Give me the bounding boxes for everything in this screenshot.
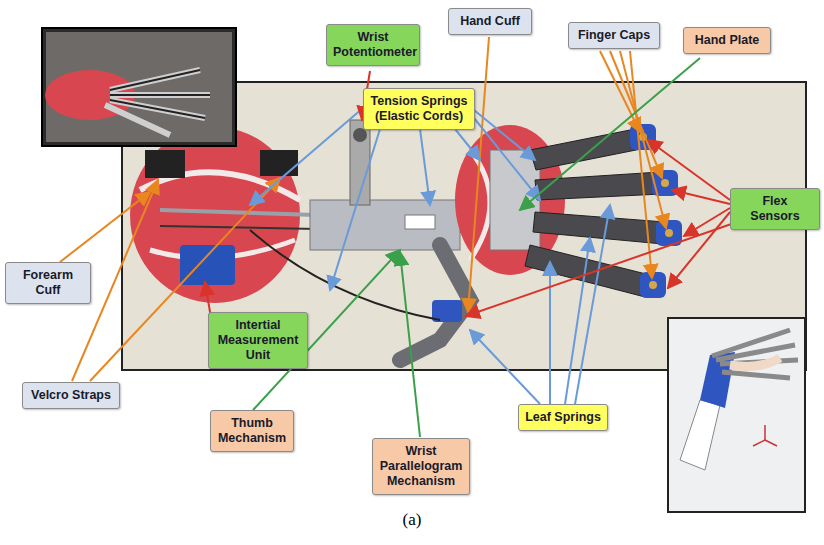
callout-label: Hand Plate: [690, 33, 764, 48]
callout-box: Velcro Straps: [22, 382, 120, 409]
callout-label: Flex Sensors: [737, 194, 813, 224]
callout-box: Hand Plate: [683, 27, 771, 54]
cad-inset: [668, 318, 805, 512]
callout-label: Velcro Straps: [29, 388, 113, 403]
callout-label: Finger Caps: [575, 28, 653, 43]
callout-label: Thumb Mechanism: [217, 416, 287, 446]
callout-box: Wrist Potentiometer: [326, 24, 420, 66]
callout-box: Forearm Cuff: [5, 262, 91, 304]
callout-label: Hand Cuff: [455, 14, 525, 29]
callout-label: Forearm Cuff: [12, 268, 84, 298]
callout-label: Wrist Potentiometer: [333, 30, 413, 60]
callout-label: Leaf Springs: [525, 410, 601, 425]
callout-label: Tension Springs (Elastic Cords): [370, 94, 468, 124]
callout-box: Tension Springs (Elastic Cords): [363, 88, 475, 130]
callout-label: Wrist Parallelogram Mechanism: [379, 444, 463, 489]
callout-box: Leaf Springs: [518, 404, 608, 431]
callout-box: Intertial Measurement Unit: [208, 312, 308, 369]
callout-box: Hand Cuff: [448, 8, 532, 35]
photo-inset: [42, 28, 236, 146]
figure-caption: (a): [0, 510, 824, 530]
leader-lines: [60, 37, 740, 437]
callout-box: Wrist Parallelogram Mechanism: [372, 438, 470, 495]
callout-box: Flex Sensors: [730, 188, 820, 230]
callout-box: Thumb Mechanism: [210, 410, 294, 452]
callout-label: Intertial Measurement Unit: [215, 318, 301, 363]
callout-box: Finger Caps: [568, 22, 660, 49]
